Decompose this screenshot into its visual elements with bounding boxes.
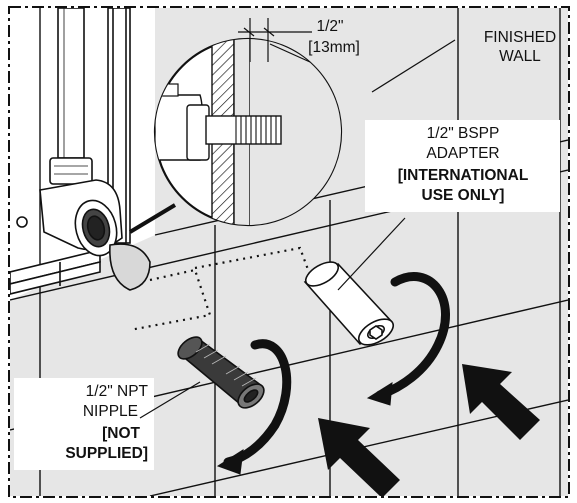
bspp-adapter-label-2: ADAPTER: [426, 145, 499, 162]
rotation-arrow-icon: [216, 272, 450, 475]
mounting-bracket: [10, 248, 101, 295]
dimension-value-metric: [13mm]: [308, 39, 360, 56]
bspp-adapter-label-4: USE ONLY]: [422, 187, 505, 204]
push-arrow-icon: [318, 364, 540, 496]
npt-nipple-callout: 1/2" NPT NIPPLE [NOT SUPPLIED]: [14, 378, 201, 470]
hidden-lines: [129, 246, 312, 332]
dimension-value: 1/2": [316, 18, 343, 35]
dimension-marker: [238, 18, 312, 63]
bspp-adapter-label-1: 1/2" BSPP: [427, 125, 500, 142]
npt-nipple-label-2: NIPPLE: [83, 403, 138, 420]
bspp-adapter: [303, 261, 394, 346]
wall-stud: [107, 8, 131, 244]
bspp-adapter-callout: 1/2" BSPP ADAPTER [INTERNATIONAL USE ONL…: [337, 120, 560, 291]
supply-pipe: [49, 8, 93, 185]
npt-nipple-label-4: SUPPLIED]: [65, 445, 148, 462]
finished-wall-label-1: FINISHED: [484, 29, 556, 46]
npt-nipple-label-3: [NOT: [102, 425, 140, 442]
drop-ear-elbow: [16, 179, 151, 291]
npt-nipple: [177, 336, 265, 409]
bspp-adapter-label-3: [INTERNATIONAL: [398, 167, 529, 184]
npt-nipple-label-1: 1/2" NPT: [86, 383, 149, 400]
finished-wall-callout: FINISHED WALL: [371, 29, 556, 93]
detail-leader: [128, 203, 177, 234]
finished-wall-label-2: WALL: [499, 48, 541, 65]
